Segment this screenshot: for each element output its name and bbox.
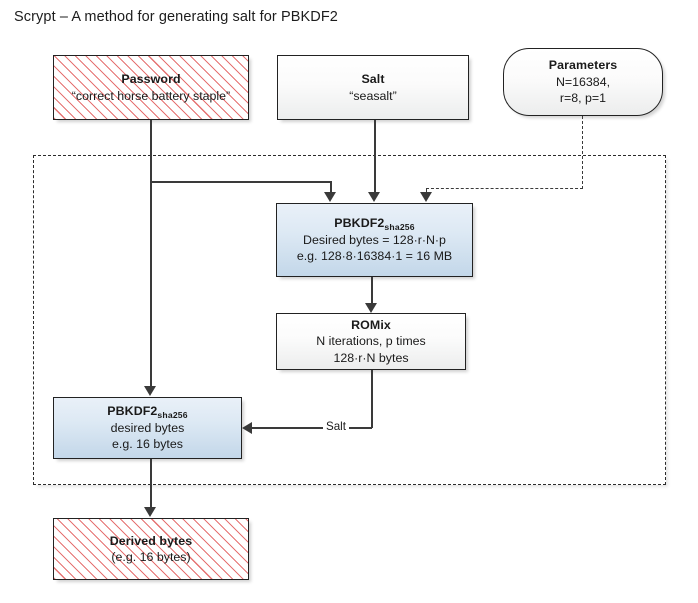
edge-parameters-to-pbkdf2-top-arrow [420,192,432,202]
node-salt-value: “seasalt” [349,88,397,103]
edge-password-branch-vertical [330,181,332,193]
edge-romix-down-line [371,370,373,428]
node-salt-title: Salt [361,72,385,87]
edge-pbkdf2-bottom-to-derived-line [150,459,152,509]
node-pbkdf2-bottom-title: PBKDF2sha256 [107,403,188,420]
node-parameters-line1: N=16384, [555,74,611,89]
node-romix-line2: 128·r·N bytes [333,350,409,365]
node-salt: Salt “seasalt” [277,55,469,120]
node-pbkdf2-bottom-name: PBKDF2 [107,404,158,419]
edge-password-branch-horizontal [150,181,332,183]
node-romix-title: ROMix [351,317,391,332]
node-pbkdf2-bottom-subscript: sha256 [157,409,188,420]
node-pbkdf2-top: PBKDF2sha256 Desired bytes = 128·r·N·p e… [276,203,473,277]
node-pbkdf2-top-line1: Desired bytes = 128·r·N·p [303,232,446,247]
edge-salt-vertical [374,120,376,193]
edge-password-trunk [150,120,152,387]
edge-parameters-dashed-horizontal [426,187,583,189]
node-parameters: Parameters N=16384, r=8, p=1 [503,48,663,116]
edge-pbkdf2-top-to-romix-arrow [365,303,377,313]
node-romix: ROMix N iterations, p times 128·r·N byte… [276,313,466,370]
node-password: Password “correct horse battery staple” [53,55,249,120]
edge-password-to-pbkdf2-top-arrow [323,192,336,202]
node-derived-bytes-title: Derived bytes [109,533,193,548]
scrypt-group-container [33,155,666,485]
edge-parameters-dashed-drop [426,188,427,193]
node-pbkdf2-top-line2: e.g. 128·8·16384·1 = 16 MB [296,249,453,264]
node-password-title: Password [121,72,181,87]
node-parameters-title: Parameters [548,58,618,73]
node-pbkdf2-bottom-line2: e.g. 16 bytes [112,437,183,452]
node-derived-bytes-value: (e.g. 16 bytes) [111,550,191,564]
node-password-value: “correct horse battery staple” [71,88,231,103]
edge-pbkdf2-top-to-romix-line [371,277,373,305]
node-romix-line1: N iterations, p times [316,334,426,349]
node-pbkdf2-top-name: PBKDF2 [334,216,385,231]
node-pbkdf2-bottom-line1: desired bytes [110,420,185,435]
edge-salt-to-pbkdf2-top-arrow [368,192,380,202]
page-title: Scrypt – A method for generating salt fo… [14,9,338,25]
edge-password-to-pbkdf2-bottom-arrow [143,386,156,396]
edge-romix-to-pbkdf2-bottom-arrow [242,421,252,434]
edge-salt-label: Salt [323,420,349,433]
node-pbkdf2-bottom: PBKDF2sha256 desired bytes e.g. 16 bytes [53,397,242,459]
node-pbkdf2-top-subscript: sha256 [384,221,415,232]
edge-parameters-dashed-vertical [582,116,583,189]
node-derived-bytes: Derived bytes (e.g. 16 bytes) [53,518,249,580]
edge-romix-salt-horizontal [252,427,372,429]
edge-pbkdf2-bottom-to-derived-arrow [143,507,156,517]
node-pbkdf2-top-title: PBKDF2sha256 [334,215,415,232]
node-parameters-line2: r=8, p=1 [559,91,607,106]
